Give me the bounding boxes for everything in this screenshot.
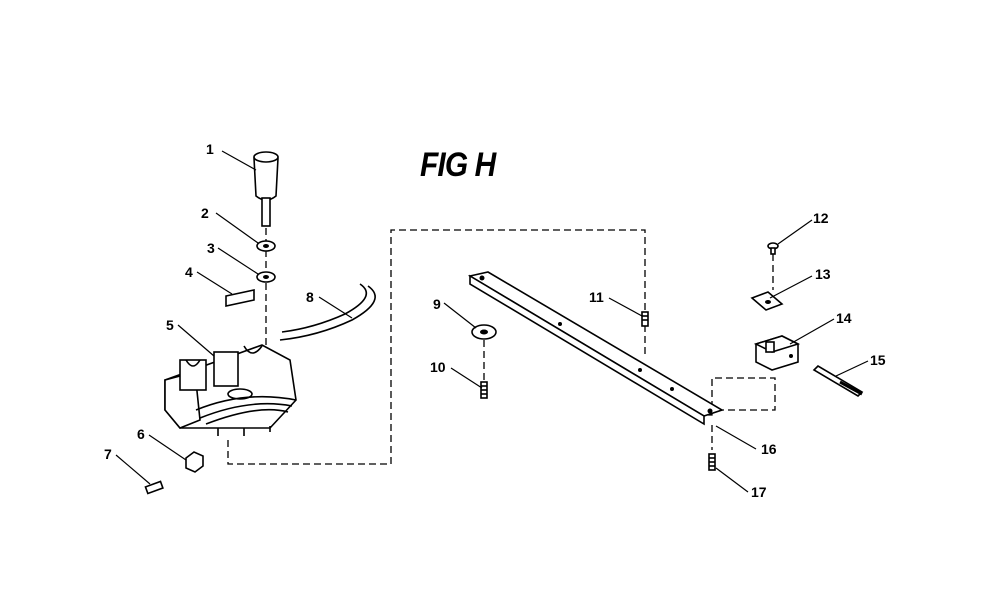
assembly-guide-right — [708, 377, 776, 416]
callout-5: 5 — [166, 317, 174, 333]
hex-nut-part — [185, 451, 204, 473]
screw-part-12 — [767, 242, 779, 255]
washer-part-2 — [256, 240, 276, 252]
label-plate-part — [225, 289, 255, 307]
washer-part-9 — [471, 324, 497, 340]
figure-title: FIG H — [420, 146, 496, 184]
callout-17: 17 — [751, 484, 767, 500]
knob-handle-part — [253, 151, 279, 227]
clip-part — [750, 291, 784, 311]
screw-part-17 — [708, 453, 716, 471]
set-screw-part — [641, 311, 649, 327]
curved-scale-outer — [279, 285, 376, 341]
leader-lines — [115, 150, 869, 493]
callout-4: 4 — [185, 264, 193, 280]
curved-scale-inner — [281, 283, 368, 333]
miter-gauge-body-part — [164, 344, 297, 436]
rod-part — [812, 364, 864, 398]
callout-8: 8 — [306, 289, 314, 305]
screw-part-10 — [480, 381, 488, 399]
callout-6: 6 — [137, 426, 145, 442]
callout-7: 7 — [104, 446, 112, 462]
assembly-guide-left — [227, 229, 646, 465]
callout-14: 14 — [836, 310, 852, 326]
stop-block-part — [753, 335, 801, 371]
callout-9: 9 — [433, 296, 441, 312]
callout-15: 15 — [870, 352, 886, 368]
callout-13: 13 — [815, 266, 831, 282]
callout-16: 16 — [761, 441, 777, 457]
washer-part-3 — [256, 271, 276, 283]
callout-2: 2 — [201, 205, 209, 221]
screw-part-7 — [144, 480, 164, 495]
callout-11: 11 — [589, 289, 604, 305]
callout-12: 12 — [813, 210, 829, 226]
callout-3: 3 — [207, 240, 215, 256]
miter-bar-part — [467, 271, 724, 426]
callout-10: 10 — [430, 359, 446, 375]
callout-1: 1 — [206, 141, 214, 157]
